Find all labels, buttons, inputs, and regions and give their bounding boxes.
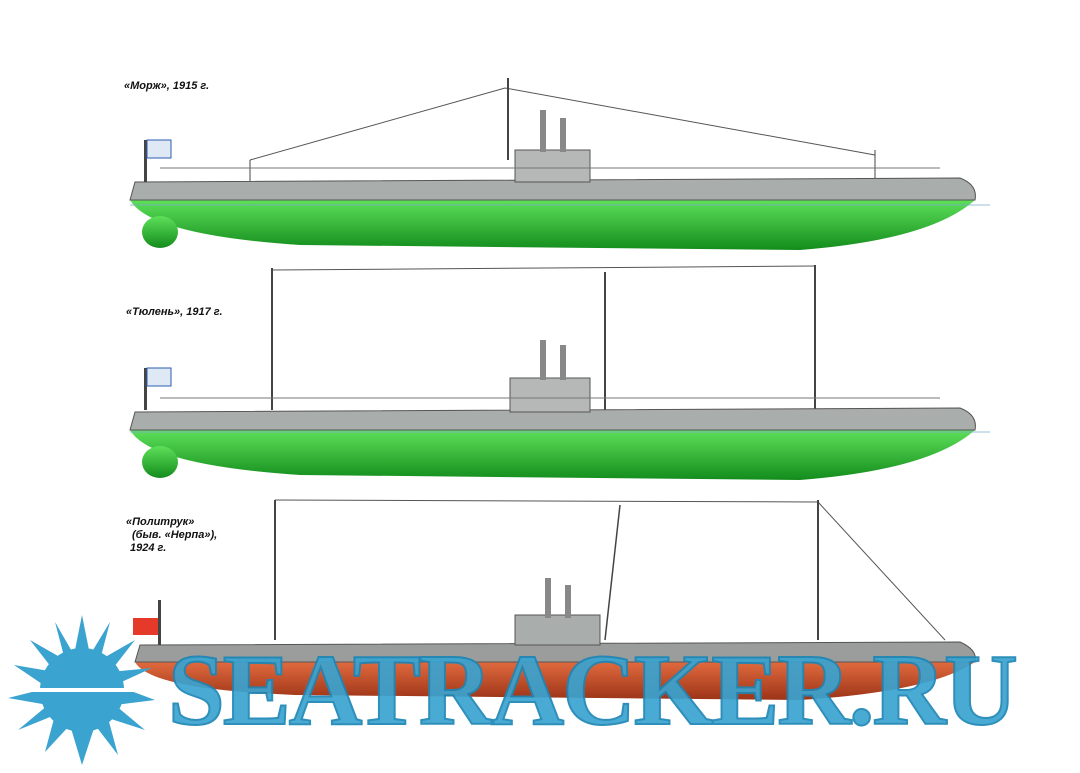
label-politruk-line3: 1924 г. bbox=[130, 542, 167, 554]
rudder bbox=[142, 216, 178, 248]
watermark-text: SEATRACKER.RU bbox=[167, 633, 1019, 748]
label-tyulen: «Тюлень», 1917 г. bbox=[126, 306, 223, 318]
flag-icon bbox=[146, 367, 172, 387]
flag-icon bbox=[133, 618, 158, 635]
submarine-morzh bbox=[129, 78, 990, 250]
watermark-sun-logo bbox=[8, 615, 155, 765]
flag-icon bbox=[146, 139, 172, 159]
label-politruk-line1: «Политрук» bbox=[126, 516, 195, 528]
submarine-politruk bbox=[133, 499, 976, 700]
label-politruk: «Политрук» (быв. «Нерпа»), 1924 г. bbox=[126, 516, 217, 555]
submarine-tyulen bbox=[129, 265, 990, 480]
label-morzh: «Морж», 1915 г. bbox=[124, 80, 210, 92]
label-politruk-line2: (быв. «Нерпа»), bbox=[132, 529, 218, 541]
hull-green bbox=[130, 200, 975, 250]
